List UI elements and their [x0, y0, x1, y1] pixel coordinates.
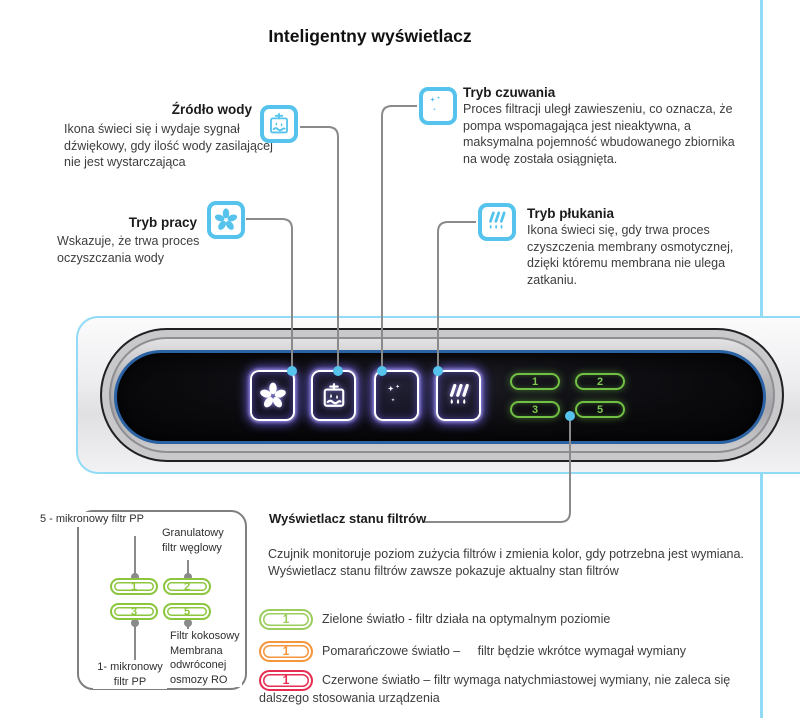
filter-label-2: Granulatowy filtr węglowy [160, 526, 226, 555]
legend-text-red: Czerwone światło – filtr wymaga natychmi… [259, 673, 731, 706]
rinse-mode-rain-icon [478, 203, 516, 241]
filter-button-3: 3 [510, 401, 560, 418]
filter-button-1: 1 [510, 373, 560, 390]
callout-work-mode-body: Wskazuje, że trwa proces oczyszczania wo… [57, 234, 200, 265]
legend-pill-orange: 1 [259, 641, 313, 662]
display-water-source-icon [311, 370, 356, 421]
callout-water-source-title: Źródło wody [171, 102, 252, 117]
legend-text-orange: Pomarańczowe światło – filtr będzie wkró… [322, 644, 687, 658]
filter-button-2: 2 [575, 373, 625, 390]
legend-row-orange: 1 Pomarańczowe światło – filtr będzie wkr… [259, 641, 794, 662]
water-source-icon [260, 105, 298, 143]
filter-pill-2: 2 [163, 578, 211, 595]
standby-moon-icon [419, 87, 457, 125]
filter-label-1: 5 - mikronowy filtr PP [38, 512, 146, 527]
filter-pill-1: 1 [110, 578, 158, 595]
device-photo: 1 2 3 5 [76, 316, 800, 474]
filters-description: Czujnik monitoruje poziom zużycia filtró… [268, 547, 744, 578]
callout-work-mode-title: Tryb pracy [128, 215, 197, 230]
filter-label-3: 1- mikronowy filtr PP [93, 660, 167, 689]
filter-pill-5: 5 [163, 603, 211, 620]
filter-pill-3: 3 [110, 603, 158, 620]
callout-water-source-body: Ikona świeci się i wydaje sygnał dźwięko… [64, 122, 273, 169]
legend-pill-red: 1 [259, 670, 313, 691]
display-standby-moon-icon [374, 370, 419, 421]
page-title: Inteligentny wyświetlacz [268, 26, 472, 46]
callout-rinse-body: Ikona świeci się, gdy trwa proces czyszc… [527, 223, 734, 287]
filter-button-5: 5 [575, 401, 625, 418]
work-mode-fan-icon [207, 201, 245, 239]
legend-pill-green: 1 [259, 609, 313, 630]
filter-diagram-box [77, 510, 247, 690]
legend-row-green: 1 Zielone światło - filtr działa na optym… [259, 609, 794, 630]
callout-standby-title: Tryb czuwania [463, 85, 556, 100]
filters-heading: Wyświetlacz stanu filtrów [269, 511, 427, 526]
callout-standby-body: Proces filtracji uległ zawieszeniu, co o… [463, 102, 735, 166]
legend-text-green: Zielone światło - filtr działa na optyma… [322, 612, 611, 626]
callout-rinse-title: Tryb płukania [527, 206, 615, 221]
display-rinse-rain-icon [436, 370, 481, 421]
display-work-mode-fan-icon [250, 370, 295, 421]
filter-label-5: Filtr kokosowy Membrana odwróconej osmoz… [168, 629, 242, 687]
